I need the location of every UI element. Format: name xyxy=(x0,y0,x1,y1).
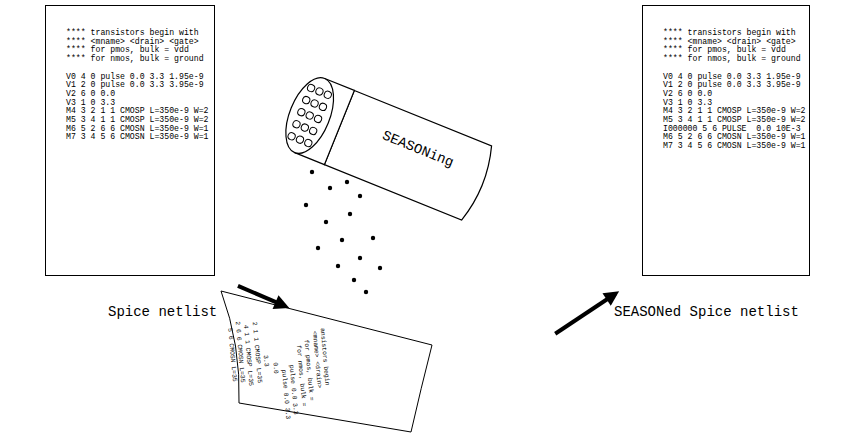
shaker-hole xyxy=(308,126,317,135)
shaker-hole xyxy=(323,90,332,99)
netlist-line: **** for nmos, bulk = ground xyxy=(66,55,204,63)
netlist-line: **** for nmos, bulk = ground xyxy=(663,55,801,63)
salt-grain xyxy=(304,203,308,207)
flow-arrow xyxy=(555,294,615,334)
salt-grain xyxy=(345,180,349,184)
netlist-line: **** for pmos, bulk = vdd xyxy=(663,46,786,54)
scrambled-line: 0.0 xyxy=(271,362,278,374)
strip-shape xyxy=(221,291,432,432)
netlist-line: M7 3 4 5 6 CMOSN L=350e-9 W=1 xyxy=(66,133,209,141)
netlist-line: M5 3 4 1 1 CMOSP L=350e-9 W=2 xyxy=(66,116,209,124)
salt-grain xyxy=(324,220,328,224)
salt-grain xyxy=(352,278,356,282)
salt-grain xyxy=(358,256,362,260)
salt-grain xyxy=(316,246,320,250)
shaker-hole xyxy=(287,132,296,141)
salt-grain xyxy=(378,266,382,270)
netlist-line: V0 4 0 pulse 0.0 3.3 1.95e-9 xyxy=(663,73,801,81)
shaker-hole xyxy=(318,102,327,111)
shaker-hole xyxy=(292,120,301,129)
shaker-hole xyxy=(306,83,315,92)
paper-strip: ansistors begin<mname> <drain>for pmos, … xyxy=(215,283,440,433)
salt-grain xyxy=(340,238,344,242)
shaker-lid xyxy=(276,71,343,160)
netlist-line: M4 3 2 1 1 CMOSP L=350e-9 W=2 xyxy=(66,107,209,115)
shaker-hole xyxy=(302,95,311,104)
shaker-outline xyxy=(270,65,520,235)
netlist-line: V3 1 0 3.3 xyxy=(663,99,712,107)
shaker-hole xyxy=(304,138,313,147)
shaker-hole xyxy=(310,99,319,108)
shaker-hole xyxy=(313,114,322,123)
netlist-line: M6 5 2 6 6 CMOSN L=350e-9 W=1 xyxy=(66,125,209,133)
netlist-line: M4 3 2 1 1 CMOSP L=350e-9 W=2 xyxy=(663,107,806,115)
netlist-line: V3 1 0 3.3 xyxy=(66,99,115,107)
netlist-line: **** transistors begin with xyxy=(66,29,199,37)
salt-grain xyxy=(328,186,332,190)
salt-shaker: SEASONing xyxy=(270,65,520,235)
netlist-caption: SEASONed Spice netlist xyxy=(614,305,799,319)
netlist-line: V1 2 0 pulse 0.0 3.3 3.95e-9 xyxy=(66,81,204,89)
shaker-hole xyxy=(297,107,306,116)
netlist-line: V0 4 0 pulse 0.0 3.3 1.95e-9 xyxy=(66,73,204,81)
netlist-document: **** transistors begin with**** <mname> … xyxy=(45,5,215,276)
salt-grain xyxy=(358,194,362,198)
netlist-document: **** transistors begin with**** <mname> … xyxy=(642,5,810,276)
netlist-line: **** transistors begin with xyxy=(663,29,796,37)
netlist-line: V2 6 0 0.0 xyxy=(66,90,115,98)
netlist-line: V2 6 0 0.0 xyxy=(663,90,712,98)
netlist-line: M7 3 4 5 6 CMOSN L=350e-9 W=1 xyxy=(663,142,806,150)
flow-arrow xyxy=(238,286,285,306)
salt-grain xyxy=(310,170,314,174)
netlist-line: V1 2 0 pulse 0.0 3.3 3.95e-9 xyxy=(663,81,801,89)
netlist-line: **** <mname> <drain> <gate> xyxy=(663,38,796,46)
shaker-hole xyxy=(295,135,304,144)
salt-grain xyxy=(364,290,368,294)
salt-grain xyxy=(336,264,340,268)
netlist-caption: Spice netlist xyxy=(108,305,217,319)
netlist-line: **** for pmos, bulk = vdd xyxy=(66,46,189,54)
shaker-hole xyxy=(305,111,314,120)
netlist-line: **** <mname> <drain> <gate> xyxy=(66,38,199,46)
netlist-line: M5 3 4 1 1 CMOSP L=350e-9 W=2 xyxy=(663,116,806,124)
netlist-line: I000000 5 6 PULSE 0.0 10E-3 xyxy=(663,125,801,133)
scrambled-line: 3.3 xyxy=(262,355,269,367)
salt-grain xyxy=(348,212,352,216)
shaker-hole xyxy=(315,87,324,96)
salt-grain xyxy=(371,236,375,240)
shaker-body xyxy=(324,90,497,222)
netlist-line: M6 5 2 6 6 CMOSN L=350e-9 W=1 xyxy=(663,133,806,141)
shaker-hole xyxy=(300,123,309,132)
